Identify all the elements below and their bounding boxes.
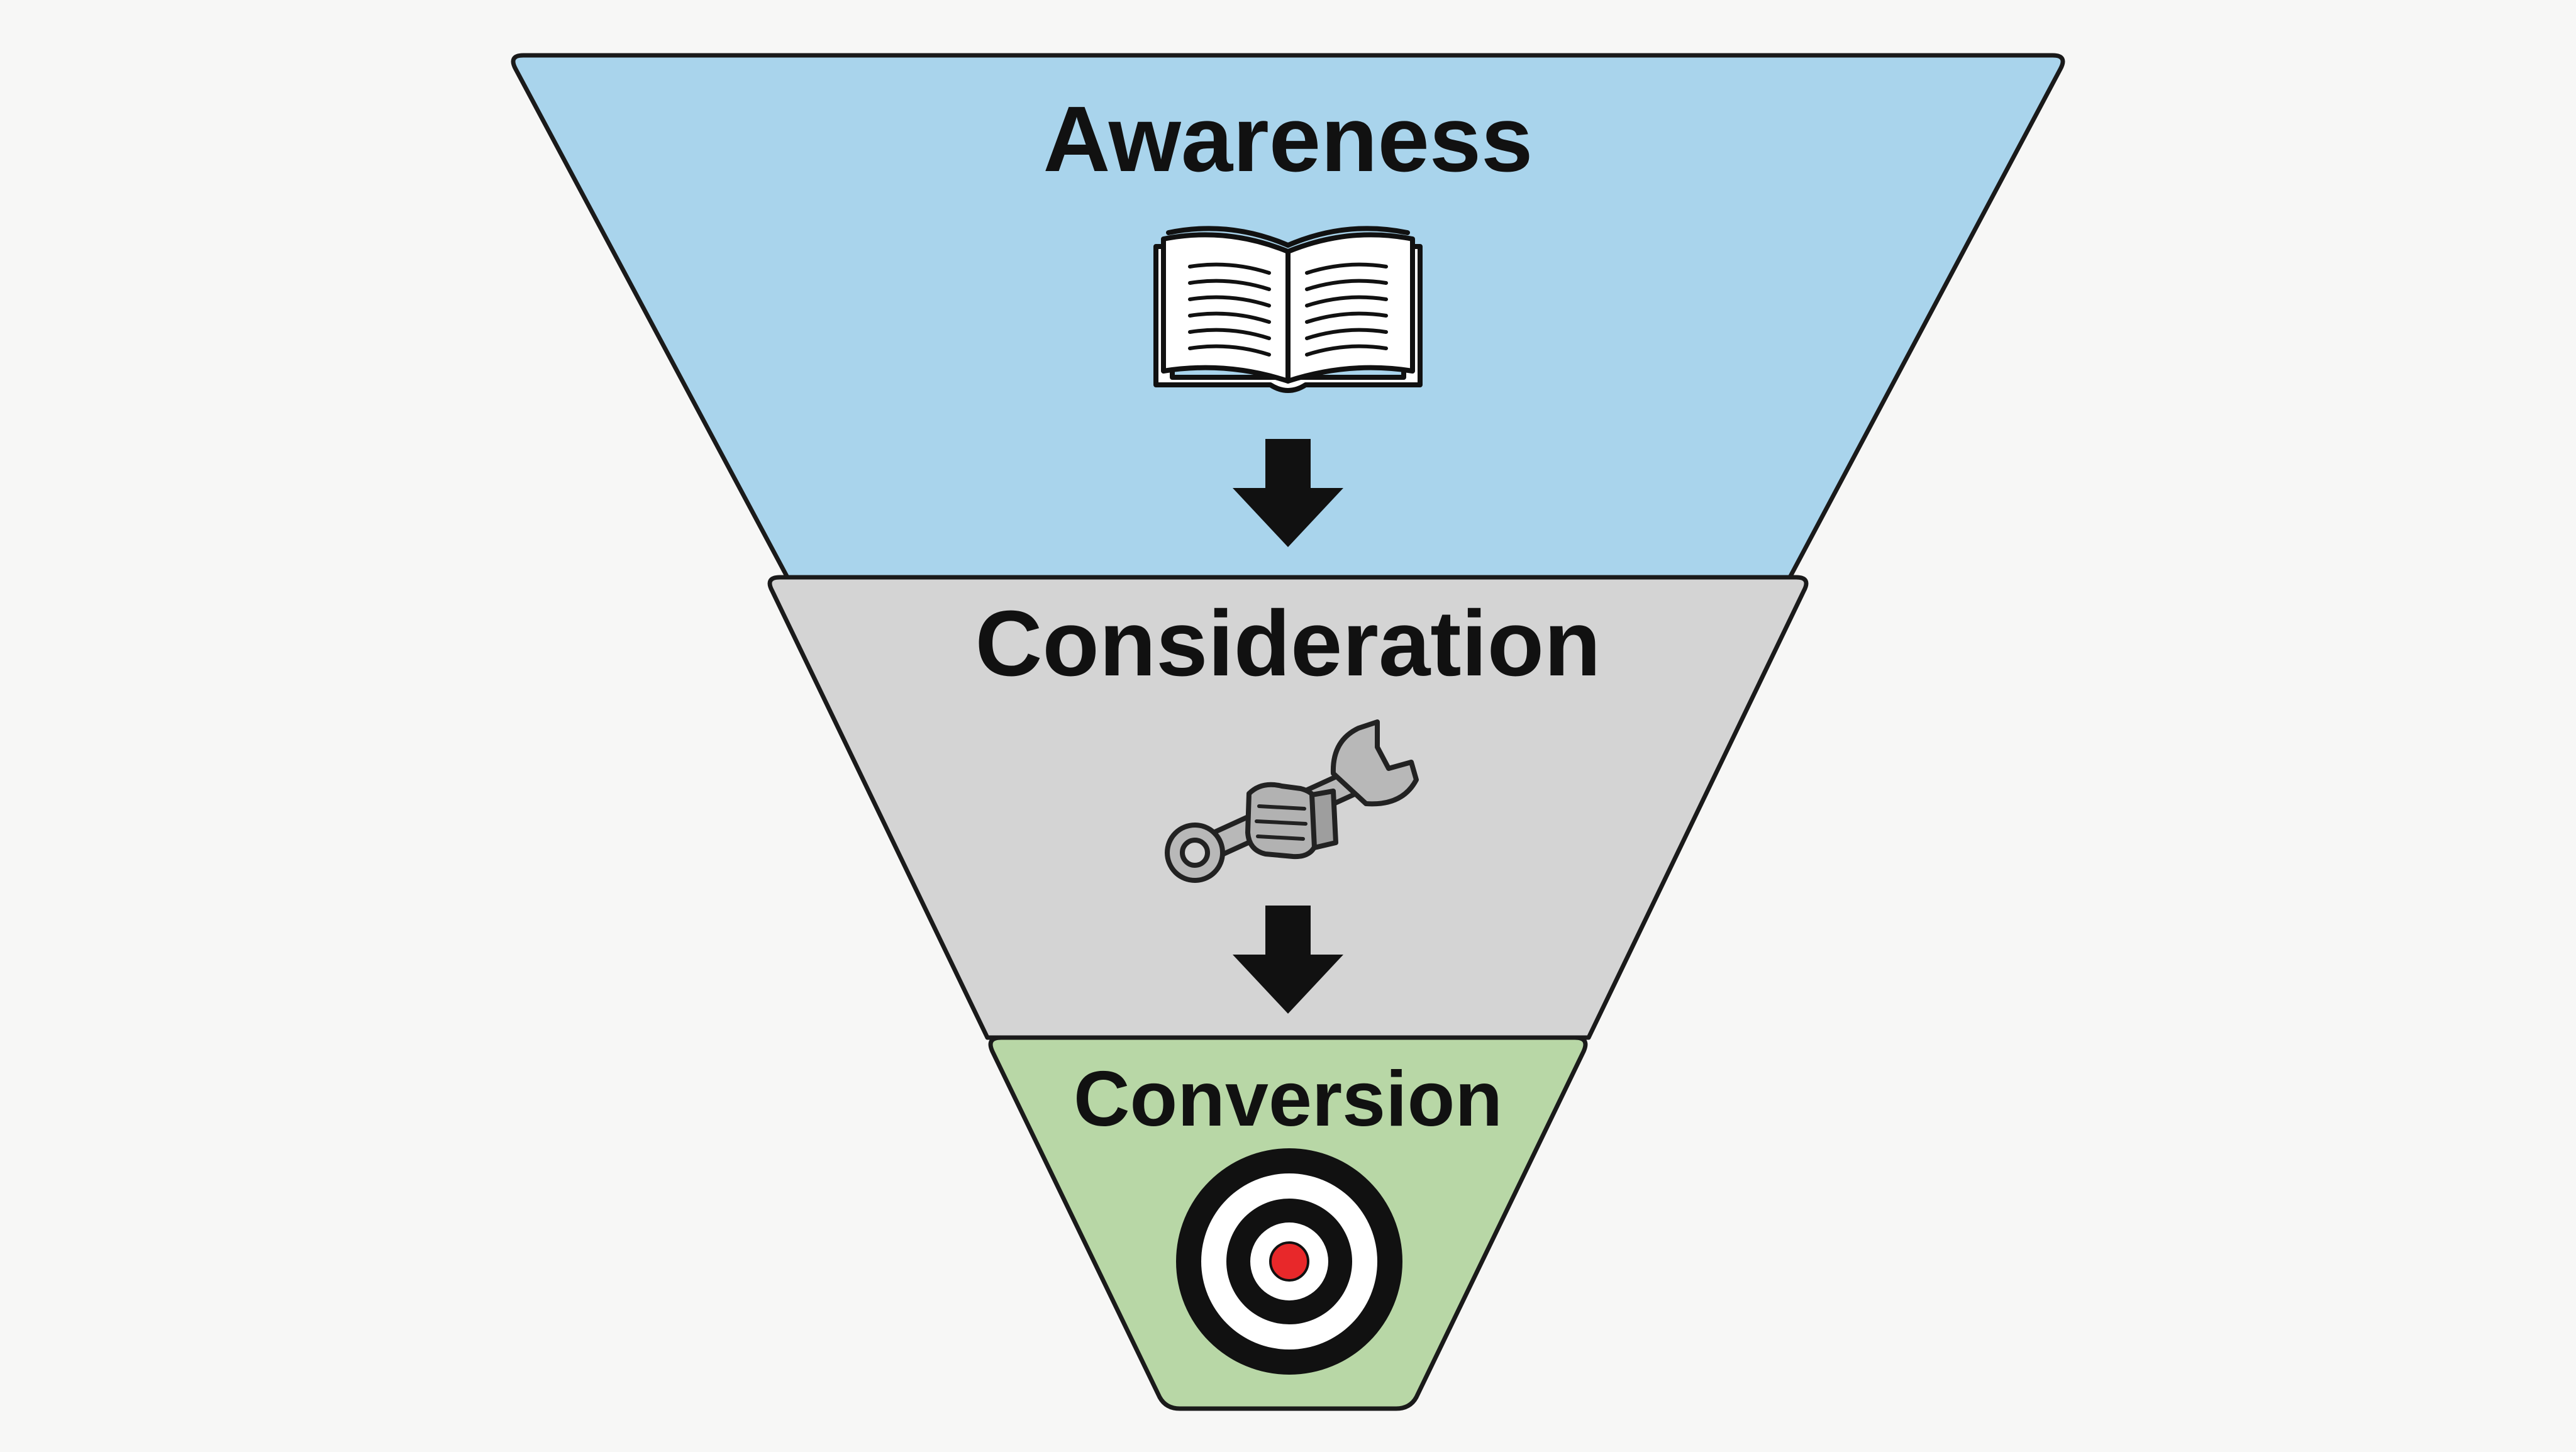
wrench-hand-icon (1165, 719, 1419, 883)
down-arrow-icon (1233, 439, 1343, 547)
stage-consideration-label: Consideration (975, 592, 1601, 696)
stage-conversion-label: Conversion (1074, 1056, 1502, 1143)
stage-awareness-label: Awareness (1043, 87, 1533, 191)
target-icon (1176, 1148, 1402, 1375)
stage-consideration: Consideration (767, 575, 1809, 1040)
stage-conversion: Conversion (988, 1035, 1588, 1411)
down-arrow-icon (1233, 906, 1343, 1014)
stage-awareness: Awareness (511, 53, 2065, 580)
open-book-icon (1153, 226, 1423, 393)
